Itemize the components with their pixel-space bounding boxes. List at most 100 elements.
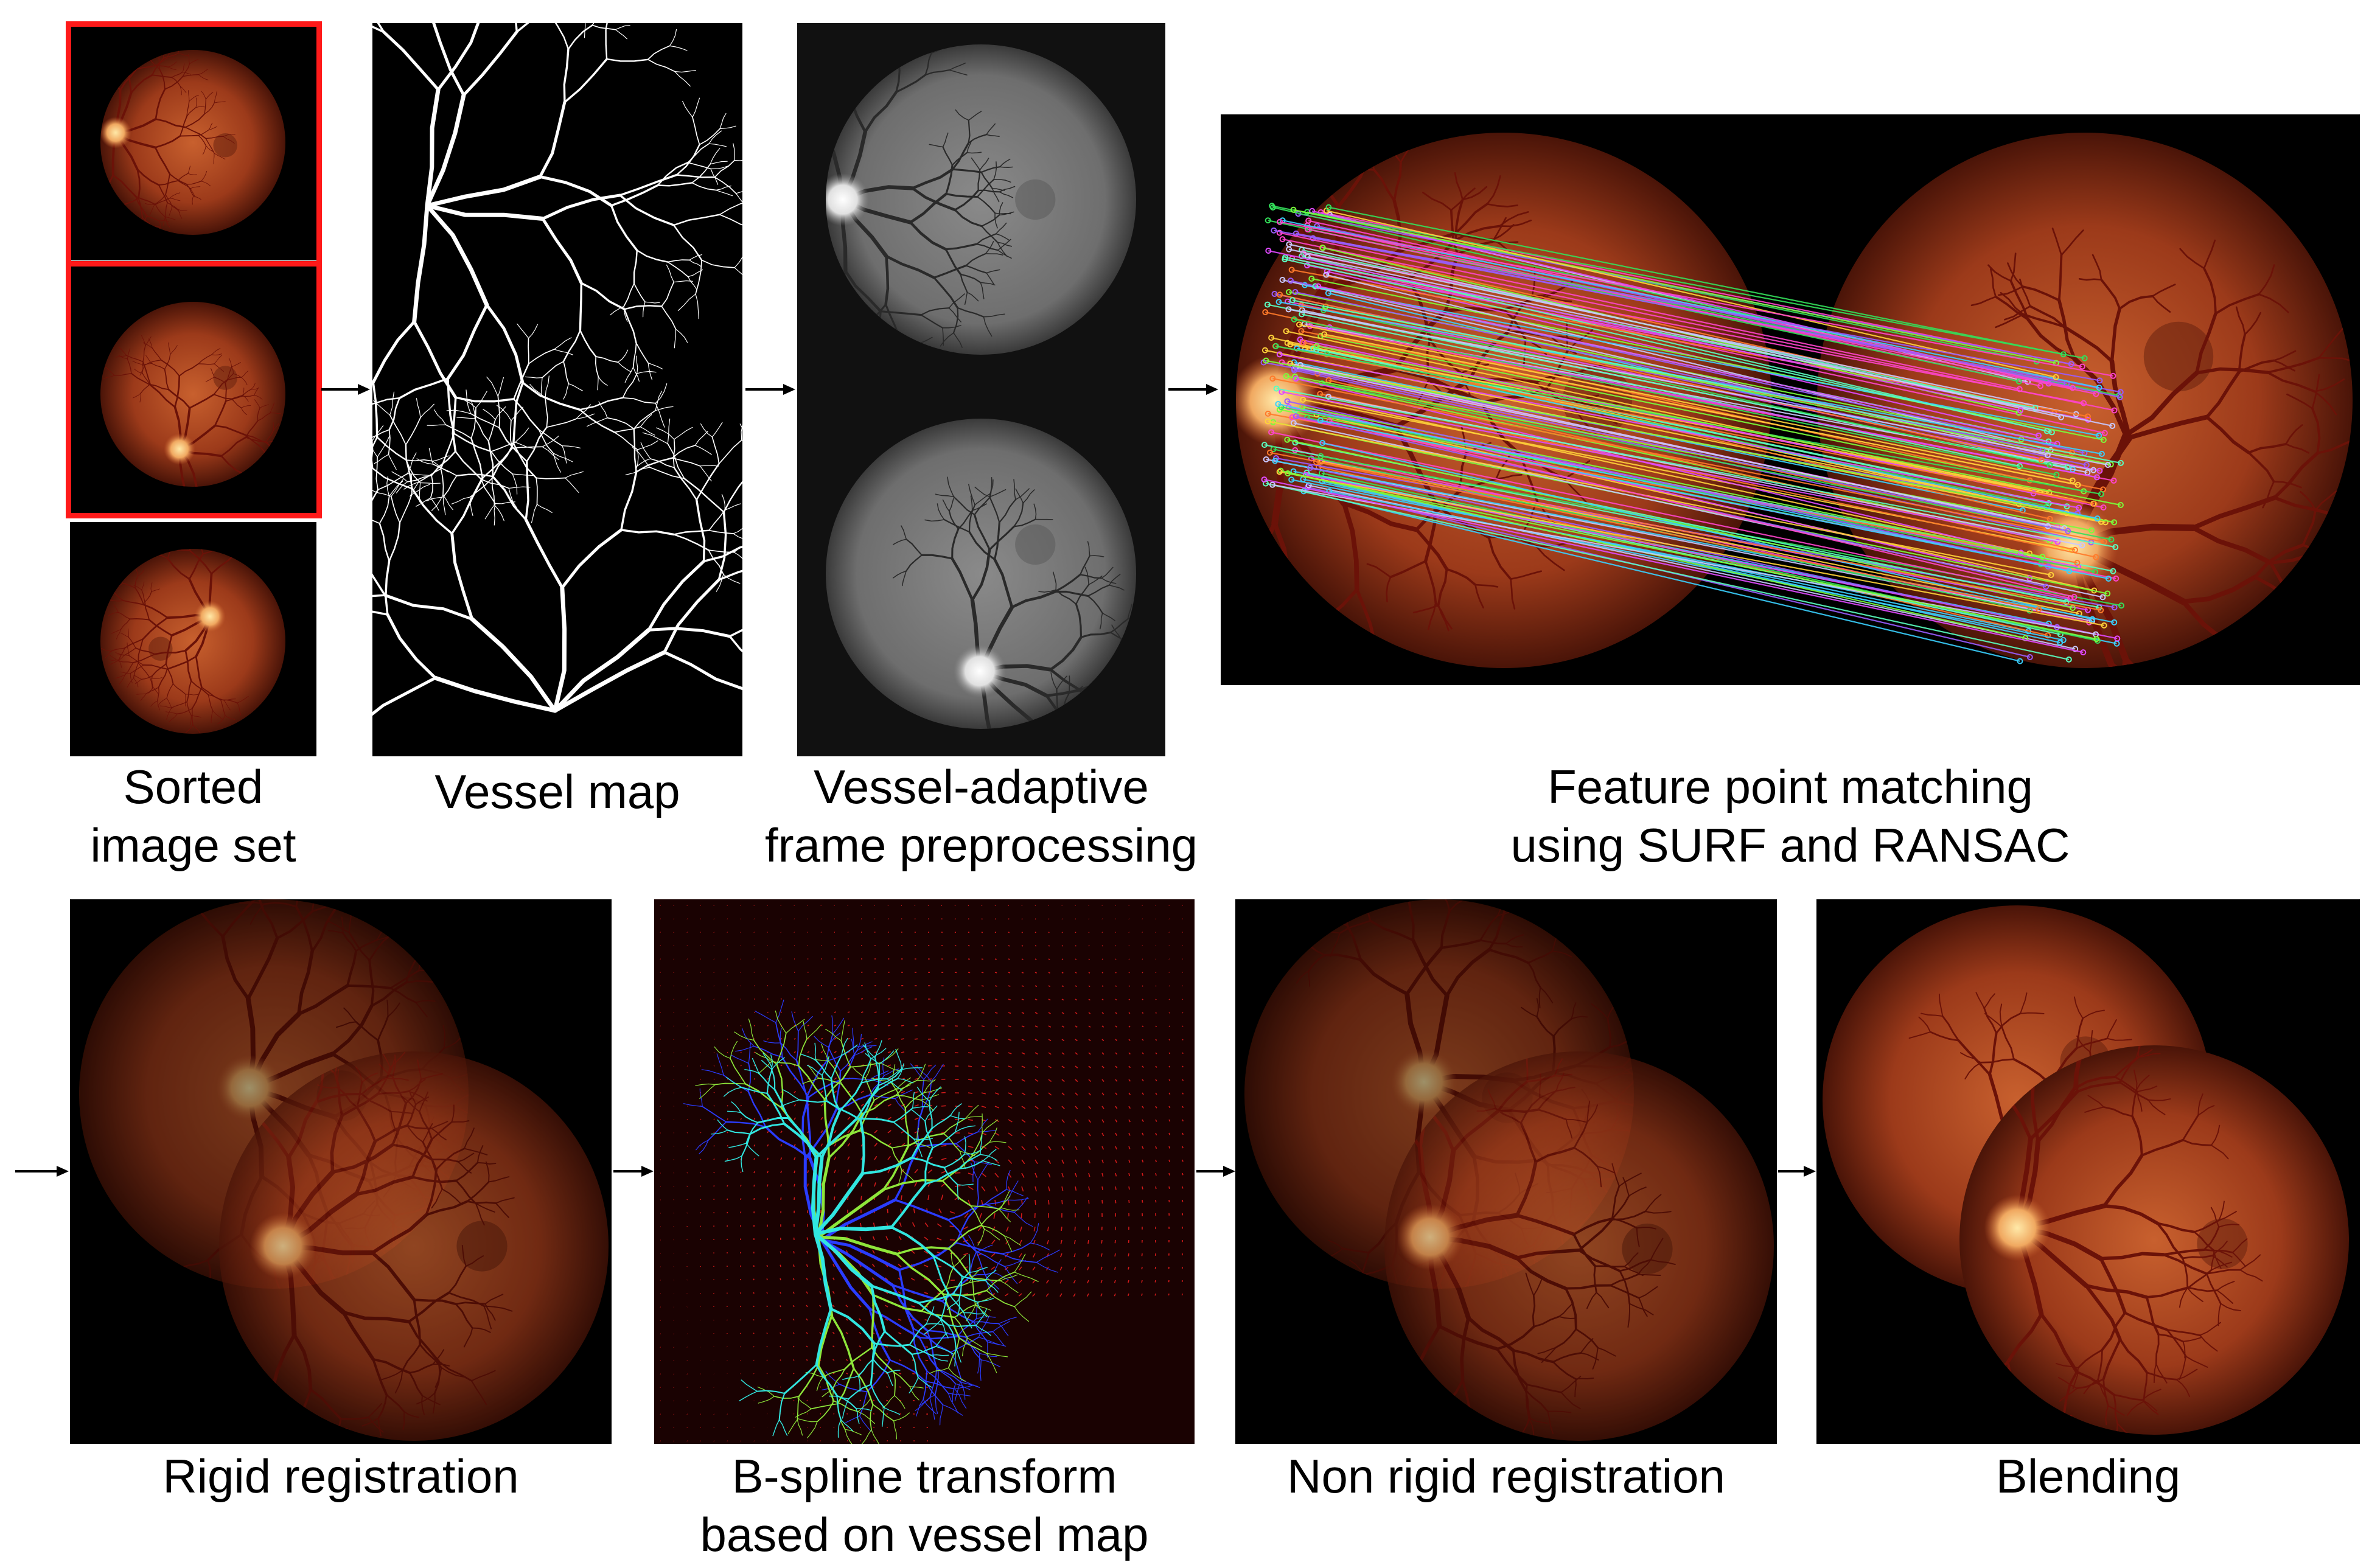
keypoint (2032, 405, 2039, 411)
deformation-vector (727, 1118, 728, 1120)
deformation-vector (1008, 972, 1011, 974)
keypoint (2079, 363, 2085, 370)
keypoint (1287, 341, 1294, 348)
optic-disc (216, 1054, 283, 1121)
deformation-vector (901, 1195, 902, 1200)
deformation-vector (1142, 972, 1143, 974)
deformation-vector (1182, 1065, 1184, 1068)
deformation-vector (1048, 1173, 1051, 1178)
deformation-vector (1034, 1092, 1039, 1096)
deformation-vector (847, 1024, 850, 1026)
deformation-vector (1168, 1065, 1171, 1068)
deformation-vector (739, 1333, 741, 1334)
deformation-vector (874, 1103, 878, 1107)
deformation-vector (1075, 1092, 1078, 1096)
deformation-vector (834, 1183, 836, 1187)
vessel-map-cyan (711, 1038, 1000, 1438)
deformation-vector (968, 1199, 971, 1206)
deformation-vector (1182, 1092, 1184, 1095)
keypoint (2118, 459, 2124, 466)
deformation-vector (1021, 1092, 1026, 1096)
deformation-vector (1061, 1119, 1065, 1123)
deformation-vector (898, 1291, 902, 1294)
deformation-vector (1101, 1199, 1103, 1204)
caption-line: Feature point matching (1547, 760, 2033, 814)
deformation-vector (901, 1025, 904, 1026)
deformation-vector (1075, 1052, 1078, 1055)
deformation-vector (1034, 1079, 1039, 1082)
deformation-vector (1021, 1132, 1026, 1137)
deformation-vector (727, 1171, 728, 1174)
deformation-vector (1073, 1293, 1076, 1297)
deformation-vector (1034, 905, 1036, 907)
match-line (1279, 232, 2020, 390)
keypoint (2090, 467, 2097, 473)
match-line (1265, 483, 2070, 660)
deformation-vector (1168, 1052, 1171, 1054)
deformation-vector (1168, 1293, 1170, 1296)
match-line (1320, 335, 2084, 492)
deformation-vector (792, 1345, 795, 1348)
rigid-registration-panel (70, 899, 612, 1444)
deformation-vector (1061, 1226, 1062, 1232)
deformation-vector (1128, 1159, 1131, 1163)
keypoint (1284, 436, 1291, 443)
keypoint (2096, 385, 2102, 391)
keypoint (1319, 245, 1326, 251)
keypoint (2054, 538, 2061, 545)
vessel-map-panel (372, 23, 742, 756)
deformation-vector (1006, 1226, 1009, 1232)
deformation-vector (660, 958, 661, 960)
deformation-vector (1155, 1025, 1157, 1028)
deformation-vector (994, 972, 997, 974)
deformation-vector (901, 1090, 905, 1093)
deformation-vector (899, 1373, 902, 1375)
deformation-vector (1048, 1012, 1051, 1014)
deformation-vector (834, 1130, 837, 1134)
deformation-vector (1008, 958, 1010, 960)
deformation-vector (1115, 932, 1117, 933)
deformation-vector (860, 998, 864, 1000)
deformation-vector (834, 1090, 837, 1093)
deformation-vector (700, 1413, 702, 1415)
deformation-vector (1048, 998, 1051, 1001)
deformation-vector (820, 1104, 823, 1107)
deformation-vector (660, 972, 661, 974)
deformation-vector (845, 1331, 848, 1334)
deformation-vector (1115, 1132, 1118, 1136)
deformation-vector (1060, 1239, 1062, 1244)
deformation-vector (1115, 1052, 1118, 1055)
deformation-vector (912, 1373, 915, 1375)
preprocessed-image-bottom (826, 419, 1136, 729)
deformation-vector (968, 1065, 972, 1067)
deformation-vector (1182, 1012, 1184, 1014)
deformation-vector (941, 1157, 947, 1160)
deformation-vector (727, 972, 728, 974)
moving-image (1384, 1051, 1774, 1441)
deformation-vector (994, 958, 997, 960)
deformation-vector (1101, 1253, 1103, 1257)
deformation-vector (887, 1064, 891, 1067)
deformation-vector (1005, 1239, 1009, 1245)
deformation-vector (753, 1065, 756, 1067)
match-line (1282, 220, 2099, 389)
deformation-vector (1048, 1092, 1052, 1096)
deformation-vector (1008, 1132, 1013, 1137)
deformation-vector (1048, 1025, 1052, 1028)
match-line (1276, 388, 2116, 548)
deformation-vector (981, 1173, 986, 1177)
deformation-vector (1008, 1039, 1012, 1041)
deformation-vector (1033, 1226, 1036, 1232)
match-line (1316, 345, 2121, 506)
deformation-vector (859, 1359, 862, 1361)
keypoint (2093, 636, 2100, 643)
deformation-vector (819, 1332, 822, 1334)
deformation-vector (968, 1079, 972, 1081)
deformation-vector (1087, 1239, 1089, 1244)
deformation-vector (1168, 1173, 1170, 1176)
deformation-vector (1048, 1079, 1052, 1082)
deformation-vector (846, 1372, 848, 1375)
keypoint (2104, 590, 2111, 597)
deformation-vector (1114, 1293, 1116, 1297)
